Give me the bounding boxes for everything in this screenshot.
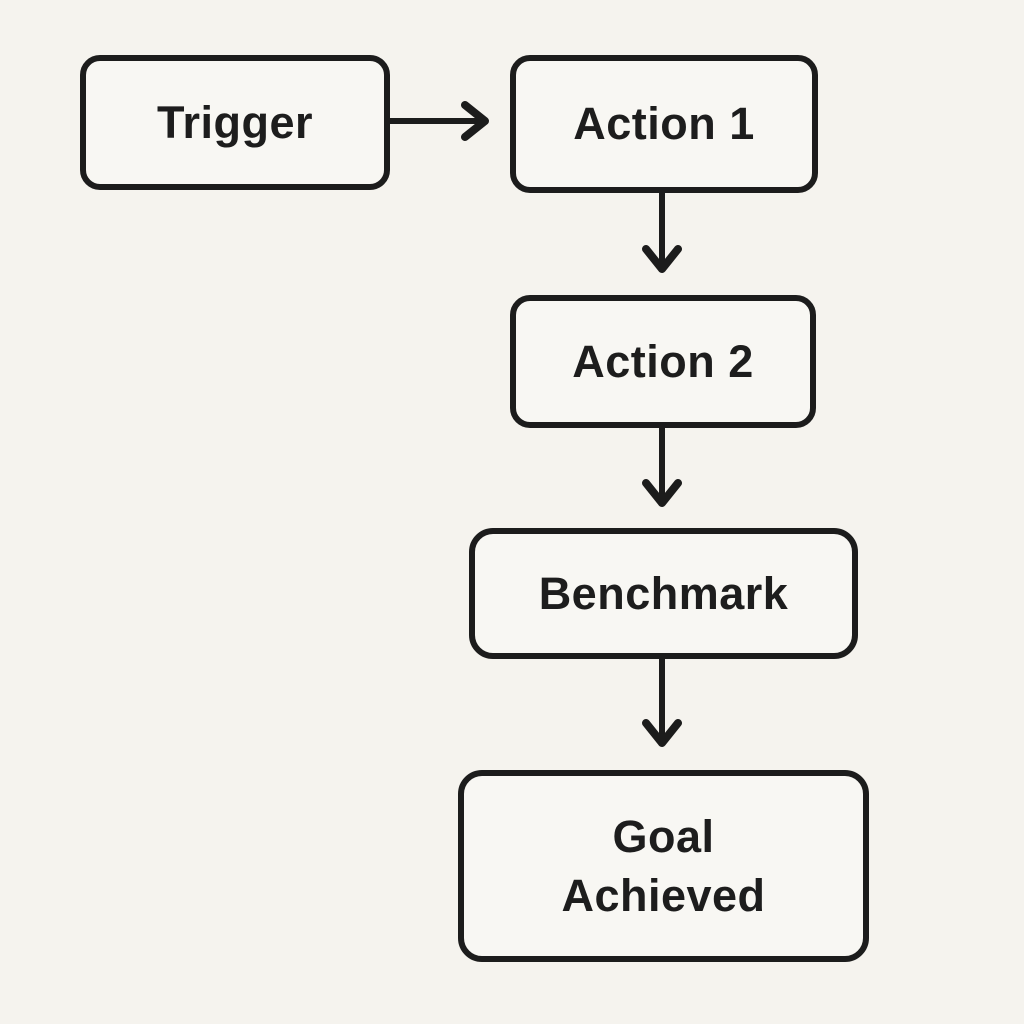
node-trigger: Trigger <box>80 55 390 190</box>
node-action-2: Action 2 <box>510 295 816 428</box>
node-action-2-label: Action 2 <box>572 335 754 387</box>
node-goal-achieved: Goal Achieved <box>458 770 869 962</box>
node-goal-achieved-label: Goal Achieved <box>561 810 766 921</box>
node-trigger-label: Trigger <box>156 96 314 148</box>
node-benchmark-label: Benchmark <box>538 567 789 619</box>
node-benchmark: Benchmark <box>469 528 858 659</box>
node-action-1: Action 1 <box>510 55 818 193</box>
node-action-1-label: Action 1 <box>573 98 755 150</box>
